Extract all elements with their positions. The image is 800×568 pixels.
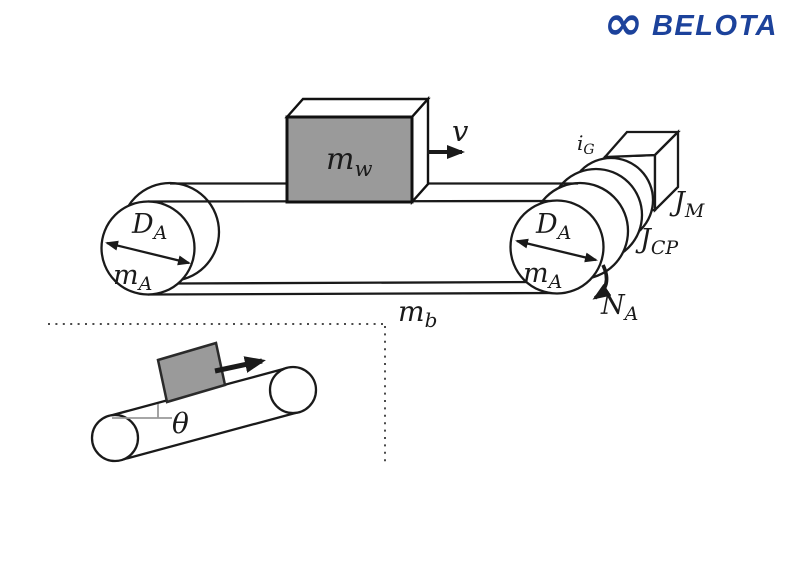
label-workpiece-mass: mw [326,142,372,181]
workpiece-block: mw [284,95,431,206]
workpiece-front-face [285,115,414,204]
workpiece-right-face [410,95,430,206]
rotation-arrow [592,264,612,300]
incline-right-pulley [268,365,318,415]
label-incline-angle: θ [172,407,189,440]
label-pulley-speed: NA [600,290,638,325]
inset-divider-dotted [48,323,386,463]
label-pulley-diameter-right: DA [535,209,571,244]
workpiece-top-face [284,97,431,119]
left-pulley: DA mA [100,200,196,296]
incline-belt-bottom [120,410,300,462]
diameter-arrow-right [515,238,598,263]
label-pulley-mass-right: mA [523,258,562,293]
motor-right-face [653,129,680,213]
angle-guide [112,404,172,419]
diameter-arrow-left [105,240,191,266]
label-motor-inertia: JM [669,187,705,222]
label-belt-velocity: v [452,114,469,148]
incline-left-pulley [90,413,140,463]
velocity-arrow: v [427,114,469,159]
label-belt-mass: mb [398,295,437,332]
incline-box [156,341,227,404]
belota-logo: ∞ BELOTA [601,0,778,51]
inclined-conveyor-inset: θ [90,341,318,463]
incline-arrow [214,356,266,374]
label-coupling-inertia: JCP [635,224,679,259]
right-pulley: DA mA [509,199,605,295]
label-gear-ratio: iG [577,131,595,158]
brand-text: BELOTA [651,10,778,43]
label-pulley-diameter-left: DA [131,209,167,244]
belt-bottom-front-edge [147,291,558,296]
label-pulley-mass-left: mA [113,260,152,295]
belt-bottom-back-edge [171,280,549,285]
